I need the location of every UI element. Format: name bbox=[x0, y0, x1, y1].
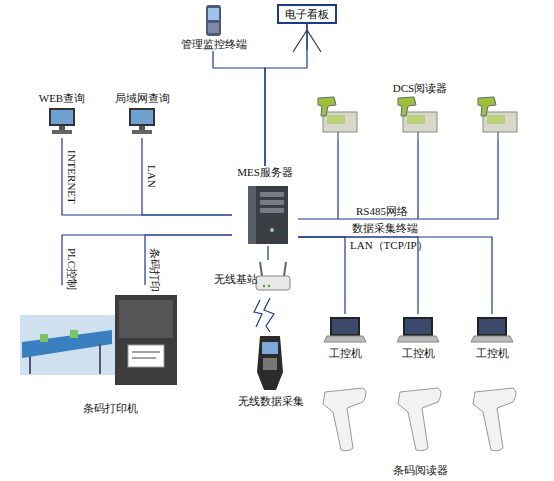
node-label: 工控机 bbox=[402, 347, 435, 360]
node-label: 无线基站 bbox=[214, 273, 258, 286]
server-icon bbox=[248, 186, 288, 244]
conveyor-illustration bbox=[20, 315, 115, 375]
network-link bbox=[267, 246, 268, 260]
network-link bbox=[298, 140, 498, 219]
device-node: MES服务器 bbox=[232, 166, 298, 246]
network-link bbox=[264, 298, 274, 332]
computer-icon bbox=[49, 108, 75, 134]
device-node: 条码阅读器 bbox=[305, 372, 535, 477]
link-label: LAN（TCP/IP） bbox=[350, 239, 428, 252]
link-label: PLC控制 bbox=[65, 248, 78, 290]
node-label: 工控机 bbox=[329, 347, 362, 360]
device-node: WEB查询 bbox=[34, 92, 90, 138]
link-label: 条码打印 bbox=[148, 248, 161, 292]
network-link bbox=[265, 24, 307, 166]
device-node: 工控机 bbox=[467, 314, 517, 360]
laptop-icon bbox=[324, 317, 366, 342]
device-node: DCS阅读器 bbox=[312, 82, 528, 140]
node-label: 条码阅读器 bbox=[393, 464, 448, 477]
laptop-icon bbox=[397, 317, 439, 342]
network-link bbox=[142, 138, 232, 215]
scanner-icon bbox=[323, 388, 366, 451]
router-icon bbox=[256, 262, 290, 290]
node-label: 电子看板 bbox=[285, 8, 329, 21]
network-link bbox=[213, 51, 265, 166]
dcs-reader-icon bbox=[318, 97, 357, 140]
node-label: 管理监控终端 bbox=[181, 38, 247, 51]
bus-drop-wire bbox=[338, 140, 418, 219]
device-node: 工控机 bbox=[320, 314, 370, 360]
link-label: INTERNET bbox=[65, 150, 78, 204]
node-label: 无线数据采集 bbox=[238, 395, 304, 408]
handheld-terminal-icon bbox=[257, 336, 283, 390]
node-label: 局域网查询 bbox=[115, 92, 170, 105]
network-link bbox=[298, 237, 492, 314]
device-node: 无线数据采集 bbox=[232, 332, 310, 408]
node-label: 条码打印机 bbox=[83, 402, 138, 415]
free-label: 数据采集终端 bbox=[352, 222, 418, 235]
device-node: 管理监控终端 bbox=[178, 3, 250, 51]
computer-icon bbox=[129, 108, 155, 134]
network-link bbox=[298, 237, 345, 314]
scanner-icon bbox=[473, 388, 516, 451]
network-link bbox=[62, 235, 232, 285]
link-label: LAN bbox=[145, 165, 158, 188]
device-node: 条码打印机 bbox=[25, 285, 195, 415]
dcs-reader-icon bbox=[398, 97, 437, 140]
device-node: 无线基站 bbox=[214, 260, 294, 298]
display-board: 电子看板 bbox=[277, 4, 337, 24]
wireless-bolt bbox=[254, 300, 262, 327]
dcs-reader-icon bbox=[478, 97, 517, 140]
node-label: 工控机 bbox=[476, 347, 509, 360]
device-node: 工控机 bbox=[393, 314, 443, 360]
network-link bbox=[62, 138, 232, 215]
phone-icon bbox=[206, 5, 221, 36]
scanner-icon bbox=[398, 388, 441, 451]
node-label: WEB查询 bbox=[39, 92, 85, 105]
link-label: RS485网络 bbox=[356, 205, 408, 218]
node-label: MES服务器 bbox=[237, 166, 293, 179]
device-node: 局域网查询 bbox=[110, 92, 174, 138]
node-label: DCS阅读器 bbox=[393, 82, 447, 95]
laptop-icon bbox=[471, 317, 513, 342]
printer-illustration bbox=[115, 295, 177, 385]
